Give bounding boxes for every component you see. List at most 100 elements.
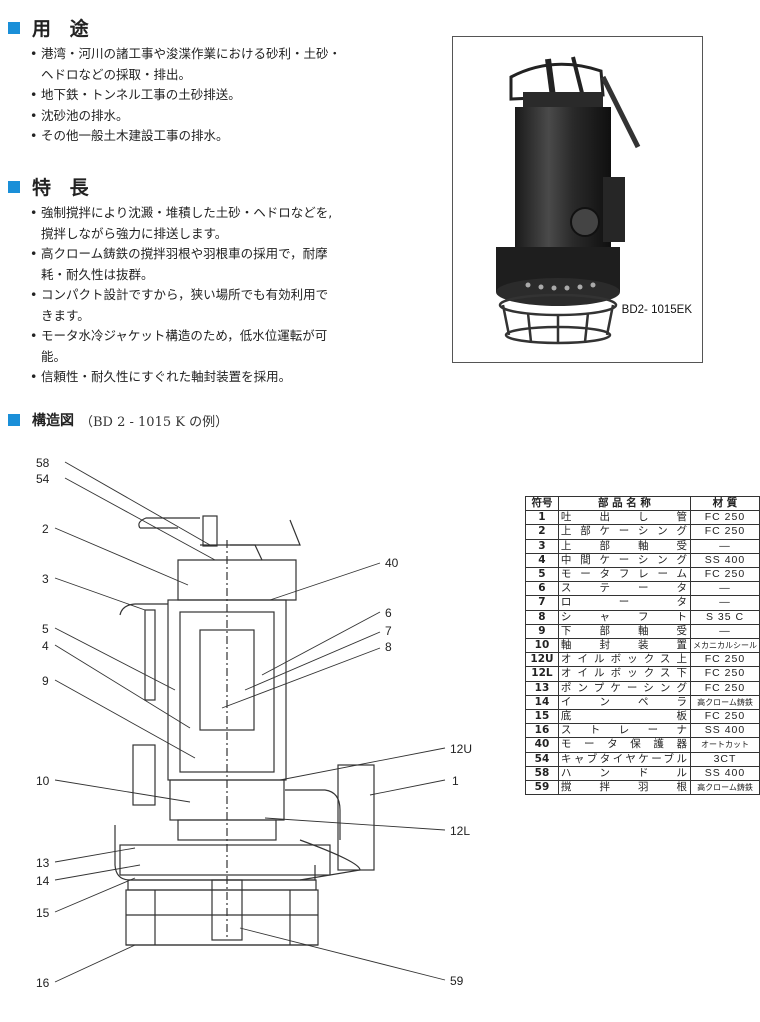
blue-square-icon — [8, 414, 20, 426]
part-material: FC 250 — [689, 680, 760, 696]
part-name: モータ保護器 — [557, 737, 691, 753]
features-title: 特 長 — [32, 177, 95, 199]
callout-14: 14 — [36, 874, 50, 888]
part-material: メカニカルシール — [689, 638, 760, 654]
part-code: 12L — [525, 666, 559, 682]
part-name: モータフレーム — [557, 567, 691, 583]
list-item: 港湾・河川の諸工事や浚渫作業における砂利・土砂・ — [30, 44, 341, 65]
callout-15: 15 — [36, 906, 50, 920]
part-material: FC 250 — [689, 652, 760, 668]
header-code: 符号 — [525, 495, 559, 512]
part-material: SS 400 — [689, 723, 760, 739]
part-code: 54 — [525, 751, 559, 767]
usage-heading: 用 途 — [8, 14, 95, 41]
part-name: 中間ケーシング — [557, 552, 691, 569]
part-name: ステータ — [557, 581, 691, 597]
list-item: 高クローム鋳鉄の撹拌羽根や羽根車の採用で，耐摩 — [30, 244, 332, 265]
part-name: シャフト — [557, 609, 691, 625]
callout-40: 40 — [385, 556, 399, 570]
part-name: オイルボックス下 — [557, 666, 691, 682]
callout-54: 54 — [36, 472, 50, 486]
callout-4: 4 — [42, 639, 49, 653]
list-item: 能。 — [41, 348, 67, 364]
table-header-row: 符号 部 品 名 称 材 質 — [525, 495, 760, 512]
blue-square-icon — [8, 21, 20, 34]
part-name: 下部軸受 — [557, 623, 691, 640]
list-item: 強制撹拌により沈澱・堆積した土砂・ヘドロなどを, — [30, 203, 332, 224]
callout-1: 1 — [452, 774, 459, 788]
part-code: 2 — [525, 524, 559, 540]
features-heading: 特 長 — [8, 173, 95, 200]
part-name: キャブタイヤケーブル — [557, 751, 691, 767]
part-code: 58 — [525, 765, 559, 782]
list-item: きます。 — [41, 307, 90, 323]
part-material: 3CT — [689, 751, 760, 767]
part-material: 高クローム鋳鉄 — [689, 694, 760, 711]
callout-12U: 12U — [450, 742, 472, 756]
callout-6: 6 — [385, 606, 392, 620]
list-item: モータ水冷ジャケット構造のため，低水位運転が可 — [30, 326, 332, 347]
part-material: FC 250 — [689, 567, 760, 583]
callout-8: 8 — [385, 640, 392, 654]
part-name: オイルボックス上 — [557, 652, 691, 668]
part-material: SS 400 — [689, 765, 760, 782]
part-code: 7 — [525, 595, 559, 611]
part-code: 5 — [525, 567, 559, 583]
part-name: 軸封装置 — [557, 638, 691, 654]
list-item: コンパクト設計ですから，狭い場所でも有効利用で — [30, 285, 332, 306]
part-code: 15 — [525, 709, 559, 725]
callout-59: 59 — [450, 974, 464, 988]
part-material: FC 250 — [689, 510, 760, 526]
list-item: 耗・耐久性は抜群。 — [41, 266, 154, 282]
part-code: 16 — [525, 723, 559, 739]
list-item: 信頼性・耐久性にすぐれた軸封装置を採用。 — [30, 367, 332, 388]
part-name: 撹拌羽根 — [557, 780, 691, 796]
pump-photo-image — [496, 56, 641, 345]
part-name: ストレーナ — [557, 723, 691, 739]
part-code: 4 — [525, 552, 559, 569]
header-material: 材 質 — [689, 495, 760, 512]
structure-heading: 構造図 （BD 2 - 1015 K の例） — [8, 410, 228, 430]
part-code: 3 — [525, 538, 559, 554]
callout-9: 9 — [42, 674, 49, 688]
header-name: 部 品 名 称 — [557, 495, 691, 512]
blue-square-icon — [8, 180, 20, 193]
part-material: — — [689, 623, 760, 640]
usage-title: 用 途 — [32, 18, 95, 40]
part-code: 14 — [525, 694, 559, 711]
part-name: ポンプケーシング — [557, 680, 691, 696]
list-item: 沈砂池の排水。 — [30, 106, 341, 127]
part-name: ロータ — [557, 595, 691, 611]
part-code: 12U — [525, 652, 559, 668]
callout-58: 58 — [36, 456, 50, 470]
part-material: FC 250 — [689, 709, 760, 725]
structure-subtitle: （BD 2 - 1015 K の例） — [80, 414, 229, 430]
model-label: BD2- 1015EK — [621, 304, 692, 316]
usage-list: 港湾・河川の諸工事や浚渫作業における砂利・土砂・ ヘドロなどの採取・排出。 地下… — [30, 44, 341, 147]
callout-7: 7 — [385, 624, 392, 638]
part-material: — — [689, 581, 760, 597]
part-name: 上部ケーシング — [557, 524, 691, 540]
callout-2: 2 — [42, 522, 49, 536]
callout-13: 13 — [36, 856, 50, 870]
list-item: ヘドロなどの採取・排出。 — [41, 66, 192, 82]
part-code: 9 — [525, 623, 559, 640]
list-item: 撹拌しながら強力に排送します。 — [41, 225, 228, 241]
part-code: 6 — [525, 581, 559, 597]
list-item: その他一般土木建設工事の排水。 — [30, 126, 341, 147]
